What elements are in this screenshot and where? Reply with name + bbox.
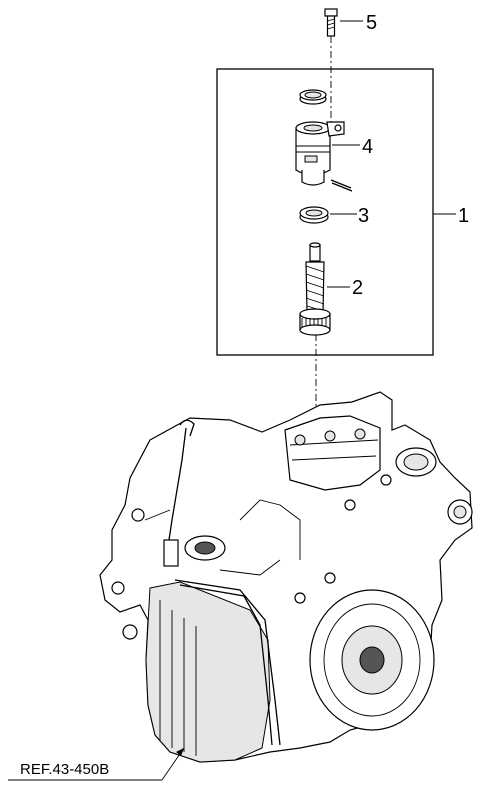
o-ring-upper xyxy=(299,89,327,105)
sleeve-part xyxy=(295,121,345,186)
assembly-frame xyxy=(216,68,434,356)
reference-arrowhead xyxy=(176,748,184,756)
callout-sleeve: 4 xyxy=(362,136,373,158)
callout-bolt: 5 xyxy=(366,12,377,34)
seal-ring-part xyxy=(299,206,329,224)
gear-shaft-part xyxy=(299,242,331,336)
transaxle-housing xyxy=(99,391,473,763)
callout-gear: 2 xyxy=(352,277,363,299)
pin-part xyxy=(330,179,353,192)
callout-seal-ring: 3 xyxy=(358,205,369,227)
callout-assembly: 1 xyxy=(458,205,469,227)
reference-label: REF.43-450B xyxy=(20,761,109,778)
bolt-part xyxy=(324,8,338,37)
